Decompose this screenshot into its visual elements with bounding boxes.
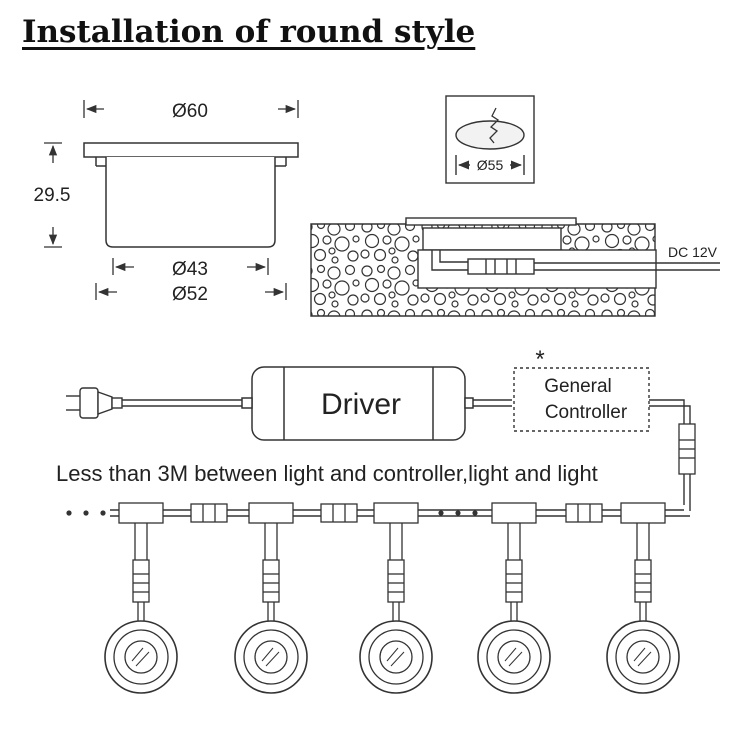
dim-height: 29.5 — [34, 185, 71, 206]
lamp-flange — [83, 142, 299, 158]
ground-cross-section — [310, 217, 720, 317]
dim-cutout-diameter: Ø55 — [477, 157, 504, 173]
round-light-unit — [477, 502, 551, 694]
light-row — [104, 502, 680, 694]
dim-outer-diameter: Ø52 — [172, 284, 208, 305]
lamp-body — [105, 157, 276, 248]
dimension-arrows — [44, 100, 299, 300]
dim-inner-diameter: Ø43 — [172, 259, 208, 280]
round-light-unit — [104, 502, 178, 694]
bus-connectors — [190, 503, 603, 523]
side-profile-drawing — [83, 142, 299, 248]
installed-lamp-flange — [405, 217, 577, 226]
cutout-detail — [445, 95, 535, 184]
controller-output-connector — [678, 423, 696, 475]
cutout-hole — [455, 120, 525, 150]
power-plug-icon — [66, 387, 123, 419]
wire-channel — [417, 249, 657, 289]
round-light-unit — [234, 502, 308, 694]
controller-label-line2: Controller — [545, 402, 628, 423]
installed-lamp-body — [422, 227, 562, 251]
bus-continuation-dots — [66, 510, 478, 516]
page-title: Installation of round style — [22, 14, 476, 50]
power-wire — [431, 250, 468, 271]
dim-top-diameter: Ø60 — [172, 101, 208, 122]
general-controller-box — [513, 367, 650, 432]
controller-asterisk: * — [535, 346, 544, 373]
driver-box — [241, 366, 474, 441]
saw-blade-icon — [489, 107, 500, 144]
distance-note: Less than 3M between light and controlle… — [56, 461, 598, 486]
power-label: DC 12V — [668, 244, 718, 260]
round-light-unit — [606, 502, 680, 694]
waterproof-connector — [467, 258, 535, 275]
driver-label: Driver — [321, 388, 401, 421]
round-light-unit — [359, 502, 433, 694]
controller-label-line1: General — [544, 376, 612, 397]
